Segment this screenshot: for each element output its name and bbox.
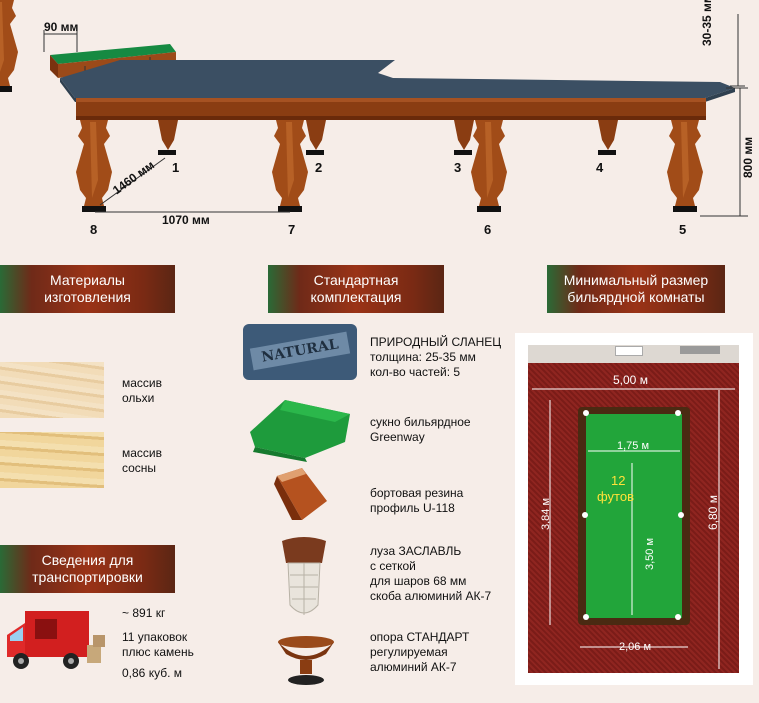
room-window	[615, 346, 643, 356]
dim-leg-span: 1070 мм	[162, 213, 210, 227]
table-width-label: 1,75 м	[617, 440, 650, 452]
dim-table-height: 800 мм	[741, 136, 755, 178]
leg-number-4: 4	[596, 160, 604, 175]
snooker-table-illustration	[0, 0, 748, 217]
slate-icon: NATURAL	[243, 324, 357, 380]
base-width-label: 2,06 м	[619, 641, 652, 653]
table-size-unit: футов	[597, 489, 634, 504]
natural-stamp: NATURAL	[249, 331, 351, 371]
room-radiator	[680, 346, 720, 354]
room-dimension-lines	[532, 388, 735, 669]
table-apron	[76, 98, 706, 120]
room-inner-height-label: 3,84 м	[540, 497, 552, 530]
cushion-rubber-icon	[274, 468, 327, 520]
cloth-icon	[250, 400, 350, 462]
pocket-icon	[282, 537, 326, 615]
pine-wood-sample	[0, 432, 104, 488]
room-width-label: 5,00 м	[613, 373, 648, 387]
transport-weight: ~ 891 кг	[122, 606, 166, 620]
leg-number-6: 6	[484, 222, 492, 237]
plan-table-cloth	[586, 414, 682, 618]
leg-number-5: 5	[679, 222, 687, 237]
dim-rail-width: 90 мм	[44, 20, 79, 34]
leg-number-7: 7	[288, 222, 296, 237]
foot-support-icon	[278, 636, 334, 685]
leg-number-2: 2	[315, 160, 323, 175]
table-legs	[0, 0, 18, 92]
delivery-truck-icon	[7, 611, 105, 669]
alder-wood-sample	[0, 362, 104, 418]
table-length-label: 3,50 м	[644, 537, 656, 570]
leg-number-3: 3	[454, 160, 462, 175]
room-height-label: 6,80 м	[706, 495, 720, 530]
leg-number-8: 8	[90, 222, 98, 237]
table-size-number: 12	[611, 473, 626, 488]
transport-volume: 0,86 куб. м	[122, 666, 182, 680]
dim-slate-thickness: 30-35 мм	[700, 0, 714, 46]
leg-number-1: 1	[172, 160, 180, 175]
table-felt-top	[60, 60, 735, 98]
